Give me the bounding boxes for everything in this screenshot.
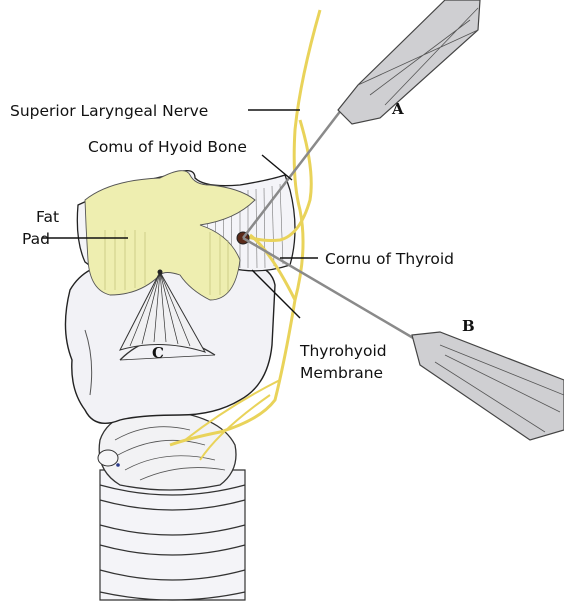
label-thyrohyoid: Thyrohyoid	[299, 342, 387, 360]
cricothyroid-muscle	[98, 410, 236, 490]
label-superior-laryngeal-nerve: Superior Laryngeal Nerve	[10, 102, 208, 120]
label-cornu-of-thyroid: Cornu of Thyroid	[325, 250, 454, 268]
label-membrane: Membrane	[300, 364, 383, 382]
label-b: B	[462, 317, 475, 335]
label-comu-of-hyoid-bone: Comu of Hyoid Bone	[88, 138, 247, 156]
label-c: C	[152, 344, 164, 362]
label-fat: Fat	[36, 208, 59, 226]
label-pad: Pad	[22, 230, 50, 248]
label-a: A	[391, 100, 404, 118]
syringe-b	[243, 238, 564, 440]
